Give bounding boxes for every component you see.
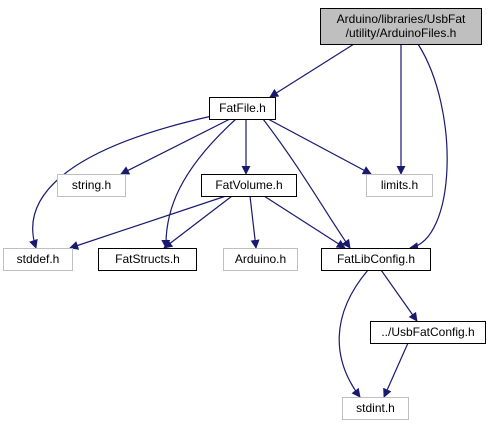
node-fatstructs[interactable]: FatStructs.h bbox=[98, 248, 197, 271]
node-label-arduinofiles: Arduino/libraries/UsbFat bbox=[337, 12, 466, 26]
node-fatlibconfig[interactable]: FatLibConfig.h bbox=[321, 248, 431, 271]
node-limits[interactable]: limits.h bbox=[366, 174, 433, 197]
node-label-stddef: stddef.h bbox=[17, 252, 60, 266]
node-label-arduinofiles: /utility/ArduinoFiles.h bbox=[346, 26, 457, 40]
edges-layer bbox=[29, 43, 448, 398]
node-label-stringh: string.h bbox=[72, 178, 111, 192]
node-label-arduinoh: Arduino.h bbox=[235, 252, 286, 266]
node-label-fatvolume: FatVolume.h bbox=[215, 178, 282, 192]
edge-fatfile-to-fatstructs bbox=[161, 118, 237, 249]
node-box-fatstructs bbox=[98, 248, 197, 271]
edge-fatvolume-to-fatstructs bbox=[163, 195, 233, 249]
edge-fatfile-to-fatlibconfig bbox=[262, 118, 351, 249]
node-box-stringh bbox=[57, 174, 126, 197]
edge-fatvolume-to-arduinoh bbox=[249, 195, 260, 249]
edge-fatfile-to-stringh bbox=[120, 118, 231, 175]
node-box-arduinofiles bbox=[320, 8, 482, 45]
node-label-fatlibconfig: FatLibConfig.h bbox=[337, 252, 415, 266]
node-label-limits: limits.h bbox=[381, 178, 418, 192]
edge-usbfatconfig-to-stdint bbox=[383, 342, 409, 398]
node-arduinofiles[interactable]: Arduino/libraries/UsbFat/utility/Arduino… bbox=[320, 8, 482, 45]
node-box-usbfatconfig bbox=[370, 321, 486, 344]
edge-fatfile-to-limits bbox=[267, 118, 372, 175]
node-box-fatvolume bbox=[201, 174, 297, 197]
edge-fatlibconfig-to-usbfatconfig bbox=[380, 269, 418, 322]
node-label-usbfatconfig: ../UsbFatConfig.h bbox=[381, 325, 474, 339]
node-box-stddef bbox=[3, 248, 73, 271]
node-box-fatfile bbox=[209, 97, 276, 120]
edge-fatvolume-to-fatlibconfig bbox=[263, 195, 346, 249]
edge-arduinofiles-to-fatlibconfig bbox=[409, 43, 448, 252]
node-box-limits bbox=[366, 174, 433, 197]
node-label-fatstructs: FatStructs.h bbox=[115, 252, 180, 266]
node-fatfile[interactable]: FatFile.h bbox=[209, 97, 276, 120]
node-box-fatlibconfig bbox=[321, 248, 431, 271]
edge-fatvolume-to-stddef bbox=[69, 195, 227, 250]
node-stringh[interactable]: string.h bbox=[57, 174, 126, 197]
node-arduinoh[interactable]: Arduino.h bbox=[223, 248, 298, 271]
node-stddef[interactable]: stddef.h bbox=[3, 248, 73, 271]
node-box-arduinoh bbox=[223, 248, 298, 271]
nodes-layer: Arduino/libraries/UsbFat/utility/Arduino… bbox=[3, 8, 486, 420]
node-label-fatfile: FatFile.h bbox=[219, 101, 266, 115]
node-box-stdint bbox=[342, 397, 409, 420]
edge-arduinofiles-to-fatfile bbox=[269, 43, 355, 98]
node-stdint[interactable]: stdint.h bbox=[342, 397, 409, 420]
node-usbfatconfig[interactable]: ../UsbFatConfig.h bbox=[370, 321, 486, 344]
node-label-stdint: stdint.h bbox=[356, 401, 395, 415]
node-fatvolume[interactable]: FatVolume.h bbox=[201, 174, 297, 197]
edge-fatlibconfig-to-stdint bbox=[338, 269, 369, 398]
